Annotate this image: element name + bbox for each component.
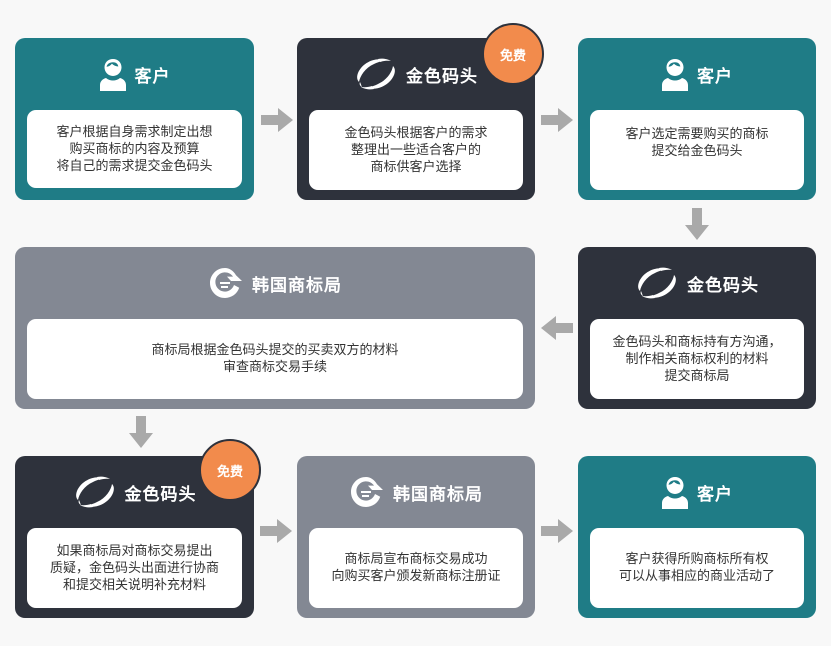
step-7-description-box: 商标局宣布商标交易成功 向购买客户颁发新商标注册证 — [309, 528, 523, 608]
step-2-header: 金色码头 — [297, 38, 535, 110]
step-4-agency-card: 金色码头 金色码头和商标持有方沟通， 制作相关商标权利的材料 提交商标局 — [578, 247, 816, 409]
step-1-description: 客户根据自身需求制定出想 购买商标的内容及预算 将自己的需求提交金色码头 — [56, 124, 213, 174]
step-3-customer-card: 客户 客户选定需要购买的商标 提交给金色码头 — [578, 38, 816, 200]
step-7-description: 商标局宣布商标交易成功 向购买客户颁发新商标注册证 — [331, 552, 501, 584]
step-2-description-box: 金色码头根据客户的需求 整理出一些适合客户的 商标供客户选择 — [309, 110, 523, 190]
step-1-title: 客户 — [134, 66, 171, 87]
arrow-right-icon — [260, 519, 292, 543]
arrow-right-icon — [261, 108, 293, 132]
free-badge: 免费 — [199, 439, 261, 501]
step-2-title: 金色码头 — [406, 66, 478, 87]
arrow-down-icon — [129, 416, 153, 448]
step-1-header: 客户 — [15, 38, 254, 110]
step-3-description: 客户选定需要购买的商标 提交给金色码头 — [625, 127, 769, 159]
step-5-office-card: 韩国商标局 商标局根据金色码头提交的买卖双方的材料 审查商标交易手续 — [15, 247, 535, 409]
free-badge: 免费 — [482, 23, 544, 85]
step-6-description: 如果商标局对商标交易提出 质疑，金色码头出面进行协商 和提交相关说明补充材料 — [49, 543, 219, 593]
step-8-customer-card: 客户 客户获得所购商标所有权 可以从事相应的商业活动了 — [578, 456, 816, 618]
swirl-logo-icon — [354, 57, 398, 91]
step-8-title: 客户 — [697, 484, 733, 505]
step-8-header: 客户 — [578, 456, 816, 528]
step-5-description-box: 商标局根据金色码头提交的买卖双方的材料 审查商标交易手续 — [27, 319, 523, 399]
trademark-office-logo-icon — [208, 266, 244, 300]
step-4-title: 金色码头 — [687, 275, 759, 296]
step-3-title: 客户 — [697, 66, 733, 87]
step-6-title: 金色码头 — [124, 484, 197, 505]
step-4-description-box: 金色码头和商标持有方沟通， 制作相关商标权利的材料 提交商标局 — [590, 319, 804, 399]
arrow-right-icon — [541, 519, 573, 543]
step-7-title: 韩国商标局 — [393, 484, 483, 505]
step-2-description: 金色码头根据客户的需求 整理出一些适合客户的 商标供客户选择 — [344, 125, 488, 175]
step-1-customer-card: 客户 客户根据自身需求制定出想 购买商标的内容及预算 将自己的需求提交金色码头 — [15, 38, 254, 200]
step-4-header: 金色码头 — [578, 247, 816, 319]
step-5-description: 商标局根据金色码头提交的买卖双方的材料 审查商标交易手续 — [151, 343, 399, 375]
step-4-description: 金色码头和商标持有方沟通， 制作相关商标权利的材料 提交商标局 — [612, 334, 782, 384]
step-5-title: 韩国商标局 — [252, 275, 342, 296]
step-7-header: 韩国商标局 — [297, 456, 535, 528]
arrow-right-icon — [541, 108, 573, 132]
step-6-description-box: 如果商标局对商标交易提出 质疑，金色码头出面进行协商 和提交相关说明补充材料 — [27, 528, 242, 608]
step-7-office-card: 韩国商标局 商标局宣布商标交易成功 向购买客户颁发新商标注册证 — [297, 456, 535, 618]
person-icon — [99, 57, 127, 91]
step-8-description: 客户获得所购商标所有权 可以从事相应的商业活动了 — [618, 552, 775, 584]
step-3-description-box: 客户选定需要购买的商标 提交给金色码头 — [590, 110, 804, 190]
person-icon — [661, 57, 689, 91]
person-icon — [661, 475, 689, 509]
step-1-description-box: 客户根据自身需求制定出想 购买商标的内容及预算 将自己的需求提交金色码头 — [27, 110, 242, 188]
arrow-down-icon — [685, 208, 709, 240]
swirl-logo-icon — [73, 475, 117, 509]
step-8-description-box: 客户获得所购商标所有权 可以从事相应的商业活动了 — [590, 528, 804, 608]
step-5-header: 韩国商标局 — [15, 247, 535, 319]
step-3-header: 客户 — [578, 38, 816, 110]
step-6-header: 金色码头 — [15, 456, 254, 528]
trademark-office-logo-icon — [349, 475, 385, 509]
arrow-left-icon — [541, 316, 573, 340]
swirl-logo-icon — [635, 266, 679, 300]
